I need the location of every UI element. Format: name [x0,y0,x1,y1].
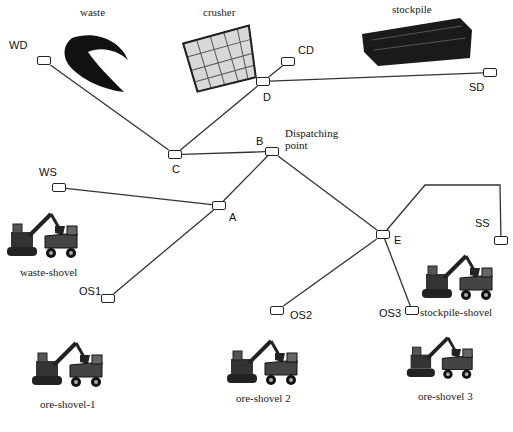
ore-shovel-figure [32,343,102,387]
node-label: OS3 [379,307,401,319]
haul-road [223,156,267,201]
facility-label: ore-shovel 2 [236,392,291,404]
ore-shovel-figure [227,341,297,385]
facility-label: crusher [203,6,235,18]
ore-shovel-figure [407,338,472,379]
node-label: SD [469,81,484,93]
node-label: SS [475,217,490,229]
haul-road [269,66,283,77]
node-label: A [229,211,236,223]
node-label: E [394,234,401,246]
node-label: C [172,163,180,175]
haul-road [180,86,257,150]
haul-road [387,185,501,236]
road-node-box: E [376,230,390,239]
road-node-box: WS [52,183,66,192]
stockpile-shovel-figure [422,256,492,300]
haul-road [278,156,377,230]
haul-road [385,239,411,306]
road-node-box: OS1 [101,294,115,303]
haul-road [283,239,376,306]
road-node-box: CD [281,57,295,66]
node-label: D [263,91,271,103]
haul-road [270,73,483,81]
road-node-box: SS [494,236,508,245]
node-label: WD [9,39,27,51]
node-label: WS [39,166,57,178]
road-node-box: OS3 [405,306,419,315]
waste-dump-shape [65,35,128,92]
haul-road [182,152,265,155]
road-node-box: D [256,77,270,86]
stockpile-shape [362,18,472,66]
node-label: B [256,135,263,147]
stockpile-texture [372,26,466,50]
haul-road [66,188,212,204]
facility-label: waste [80,6,105,18]
road-node-box: OS2 [270,306,284,315]
road-node-box: BDispatching point [265,147,279,156]
haul-road [50,65,168,150]
facility-label: waste-shovel [20,266,77,278]
facility-label: ore-shovel 3 [418,390,473,402]
haul-road [113,210,213,294]
facility-label: ore-shovel-1 [40,398,96,410]
facility-label: stockpile-shovel [420,306,492,318]
road-node-box: C [168,150,182,159]
node-label: OS2 [290,309,312,321]
node-label: OS1 [79,285,101,297]
road-node-box: A [212,201,226,210]
node-label: CD [298,44,314,56]
road-node-box: WD [37,56,51,65]
road-node-box: SD [483,68,497,77]
node-note: Dispatching point [285,127,347,151]
waste-shovel-figure [7,214,77,258]
crusher-shape [182,25,260,92]
facility-label: stockpile [392,3,432,15]
